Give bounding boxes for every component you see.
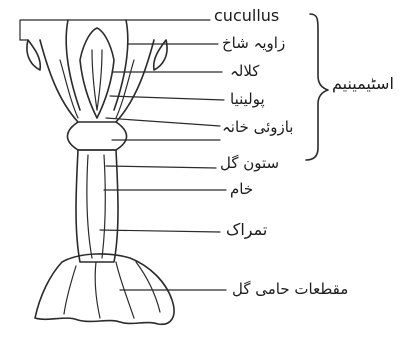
leader-lines [20, 20, 226, 290]
label-tamrak: تمراک [226, 220, 267, 239]
label-qitaat-hami-gul: مقطعات حامی گل [232, 280, 348, 298]
label-poilinia: پولینیا [230, 90, 265, 108]
label-group: اسٹیمینیم [332, 74, 394, 93]
label-cucullus: cucullus [214, 6, 279, 25]
label-sutun-gul: ستون گل [220, 154, 279, 172]
perianth-segments [35, 254, 174, 324]
label-bazoi-khana: بازوئی خانہ [222, 118, 293, 136]
label-kalala: کلالہ [230, 62, 259, 80]
label-zavia-shakh: زاویہ شاخ [222, 34, 285, 52]
group-bracket [306, 14, 328, 160]
label-kham: خام [230, 180, 253, 198]
flower-head [27, 20, 167, 150]
column-stalk [76, 150, 118, 262]
